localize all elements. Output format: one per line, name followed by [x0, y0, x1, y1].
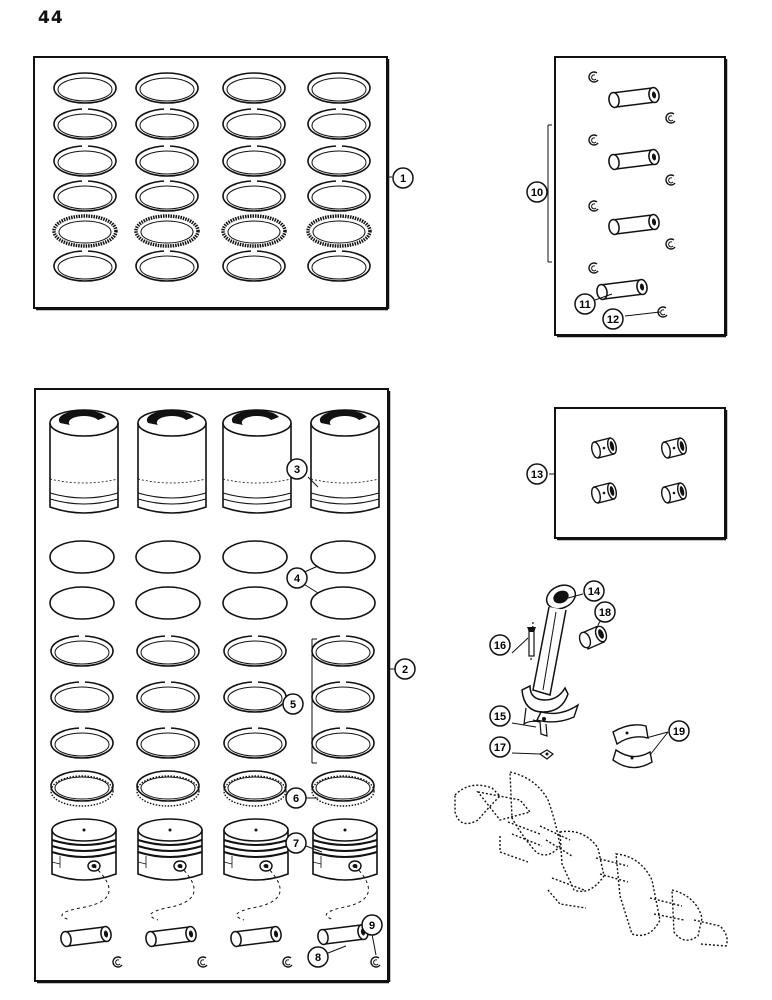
callout-7: 7: [285, 832, 307, 854]
bushing-panel: [549, 407, 728, 541]
callout-14-label: 14: [588, 586, 601, 598]
oil-rings: [50, 770, 375, 807]
callout-17: 17: [489, 736, 511, 758]
piston-pin-panel: [547, 56, 728, 338]
callout-10-label: 10: [531, 187, 543, 199]
ring-grid-1: [52, 72, 372, 282]
piston-pins-and-clips: [59, 865, 381, 968]
callout-5-label: 5: [290, 699, 296, 711]
callout-16: 16: [489, 634, 511, 656]
callout-8: 8: [307, 946, 329, 968]
callout-16-label: 16: [494, 640, 506, 652]
callout-6-label: 6: [293, 793, 299, 805]
callout-19: 19: [668, 720, 690, 742]
rod-bushing-18: [578, 625, 608, 650]
callout-15-label: 15: [494, 711, 506, 723]
piston-ring-set-panel: [33, 56, 392, 311]
callout-8-label: 8: [315, 952, 321, 964]
sleeve-piston-kit-panel: [34, 388, 395, 984]
callout-14: 14: [583, 580, 605, 602]
cylinder-sleeves: [49, 409, 380, 514]
callout-2-label: 2: [402, 664, 408, 676]
callout-2: 2: [394, 658, 416, 680]
callout-19-label: 19: [673, 726, 685, 738]
callout-3: 3: [286, 458, 308, 480]
callout-4-label: 4: [294, 573, 301, 585]
pistons: [51, 818, 378, 881]
callout-12: 12: [602, 308, 624, 330]
compression-rings: [50, 633, 375, 759]
callout-4: 4: [286, 567, 308, 589]
callout-7-label: 7: [293, 838, 299, 850]
page-number: 44: [38, 8, 64, 28]
callout-3-label: 3: [294, 464, 300, 476]
callout-11: 11: [574, 293, 596, 315]
callout-11-label: 11: [579, 299, 591, 311]
connecting-rod-assembly: [511, 584, 669, 769]
callout-13: 13: [526, 463, 548, 485]
callout-17-label: 17: [494, 742, 506, 754]
callout-5: 5: [282, 693, 304, 715]
callout-1-label: 1: [400, 173, 406, 185]
callout-9: 9: [361, 914, 383, 936]
callout-13-label: 13: [531, 469, 543, 481]
sleeve-o-rings: [49, 540, 376, 620]
rod-bearing-19: [612, 724, 653, 769]
callout-1: 1: [392, 167, 414, 189]
callout-10: 10: [526, 181, 548, 203]
callout-15: 15: [489, 705, 511, 727]
callout-18-label: 18: [599, 607, 611, 619]
callout-9-label: 9: [369, 920, 375, 932]
callout-18: 18: [594, 601, 616, 623]
callout-12-label: 12: [607, 314, 619, 326]
callout-6: 6: [285, 787, 307, 809]
crankshaft: [454, 771, 728, 947]
